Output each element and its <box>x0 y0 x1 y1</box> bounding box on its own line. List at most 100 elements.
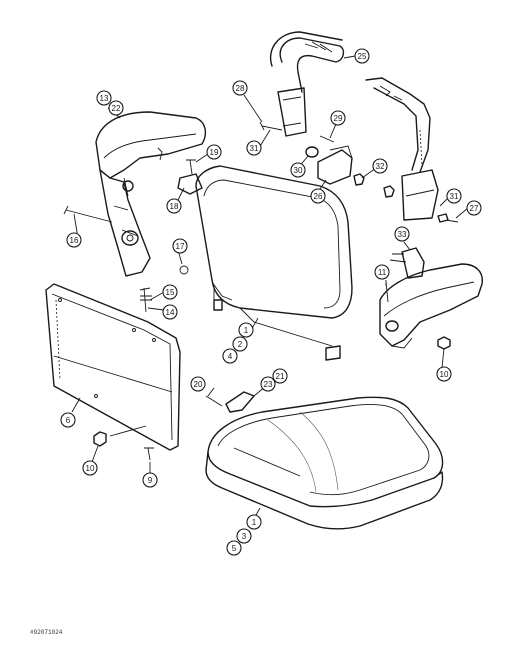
left-armrest-assembly <box>63 111 207 313</box>
callout-c13: 13 <box>96 90 112 106</box>
callout-circle <box>66 232 82 248</box>
callout-label: 13 <box>100 94 109 103</box>
callout-label: 14 <box>166 308 175 317</box>
callout-circle <box>206 144 222 160</box>
callout-circle <box>60 412 76 428</box>
seat-cushion <box>205 396 444 530</box>
callout-label: 11 <box>378 268 387 277</box>
callout-c2: 2 <box>232 336 248 352</box>
callout-label: 25 <box>358 52 367 61</box>
callout-c19: 19 <box>206 144 222 160</box>
callout-c15: 15 <box>162 284 178 300</box>
callout-label: 9 <box>148 476 153 485</box>
callout-c28: 28 <box>232 80 248 96</box>
callout-label: 33 <box>398 230 407 239</box>
callout-c10a: 10 <box>436 366 452 382</box>
seat-belt-assembly <box>259 31 459 223</box>
callout-circle <box>446 188 462 204</box>
callout-circle <box>290 162 306 178</box>
callout-label: 19 <box>210 148 219 157</box>
callout-c17: 17 <box>172 238 188 254</box>
callout-balloons: 2528312930263231271322191816171514331110… <box>60 48 482 556</box>
leader-lines <box>71 55 469 523</box>
callout-label: 10 <box>86 464 95 473</box>
callout-circle <box>246 140 262 156</box>
back-panel <box>45 283 255 461</box>
callout-c5: 5 <box>226 540 242 556</box>
callout-circle <box>232 336 248 352</box>
callout-c10b: 10 <box>82 460 98 476</box>
callout-label: 28 <box>236 84 245 93</box>
callout-circle <box>82 460 98 476</box>
callout-label: 3 <box>242 532 247 541</box>
callout-c21: 21 <box>272 368 288 384</box>
callout-circle <box>436 366 452 382</box>
callout-label: 5 <box>232 544 237 553</box>
callout-c29: 29 <box>330 110 346 126</box>
callout-label: 1 <box>244 326 249 335</box>
callout-label: 22 <box>112 104 121 113</box>
callout-c32: 32 <box>372 158 388 174</box>
callout-c16: 16 <box>66 232 82 248</box>
callout-label: 27 <box>470 204 479 213</box>
callout-label: 31 <box>250 144 259 153</box>
callout-c27: 27 <box>466 200 482 216</box>
callout-c14: 14 <box>162 304 178 320</box>
callout-label: 1 <box>252 518 257 527</box>
callout-circle <box>108 100 124 116</box>
callout-label: 29 <box>334 114 343 123</box>
callout-label: 26 <box>314 192 323 201</box>
callout-label: 6 <box>66 416 71 425</box>
callout-circle <box>272 368 288 384</box>
callout-label: 31 <box>450 192 459 201</box>
callout-label: 4 <box>228 352 233 361</box>
callout-c33: 33 <box>394 226 410 242</box>
callout-label: 2 <box>238 340 243 349</box>
callout-c3: 3 <box>236 528 252 544</box>
callout-c18: 18 <box>166 198 182 214</box>
callout-circle <box>374 264 390 280</box>
callout-circle <box>222 348 238 364</box>
seat-back <box>195 165 353 361</box>
callout-circle <box>162 304 178 320</box>
callout-label: 18 <box>170 202 179 211</box>
callout-c31b: 31 <box>446 188 462 204</box>
callout-c11: 11 <box>374 264 390 280</box>
callout-label: 21 <box>276 372 285 381</box>
callout-circle <box>190 376 206 392</box>
callout-label: 17 <box>176 242 185 251</box>
callout-circle <box>226 540 242 556</box>
callout-circle <box>236 528 252 544</box>
callout-circle <box>394 226 410 242</box>
callout-circle <box>466 200 482 216</box>
callout-circle <box>246 514 262 530</box>
right-armrest-assembly <box>379 247 483 350</box>
callout-c1a: 1 <box>238 322 254 338</box>
callout-c22: 22 <box>108 100 124 116</box>
callout-label: 32 <box>376 162 385 171</box>
callout-circle <box>172 238 188 254</box>
callout-c23: 23 <box>260 376 276 392</box>
callout-circle <box>372 158 388 174</box>
callout-c30: 30 <box>290 162 306 178</box>
callout-circle <box>142 472 158 488</box>
callout-circle <box>310 188 326 204</box>
callout-c25: 25 <box>354 48 370 64</box>
callout-circle <box>354 48 370 64</box>
callout-label: 23 <box>264 380 273 389</box>
callout-c1b: 1 <box>246 514 262 530</box>
callout-c4: 4 <box>222 348 238 364</box>
callout-c26: 26 <box>310 188 326 204</box>
callout-c31a: 31 <box>246 140 262 156</box>
callout-label: 10 <box>440 370 449 379</box>
footer-code: #92071024 <box>30 629 63 636</box>
callout-label: 16 <box>70 236 79 245</box>
callout-c6: 6 <box>60 412 76 428</box>
callout-circle <box>232 80 248 96</box>
callout-label: 15 <box>166 288 175 297</box>
callout-circle <box>330 110 346 126</box>
callout-circle <box>162 284 178 300</box>
callout-label: 20 <box>194 380 203 389</box>
callout-circle <box>260 376 276 392</box>
